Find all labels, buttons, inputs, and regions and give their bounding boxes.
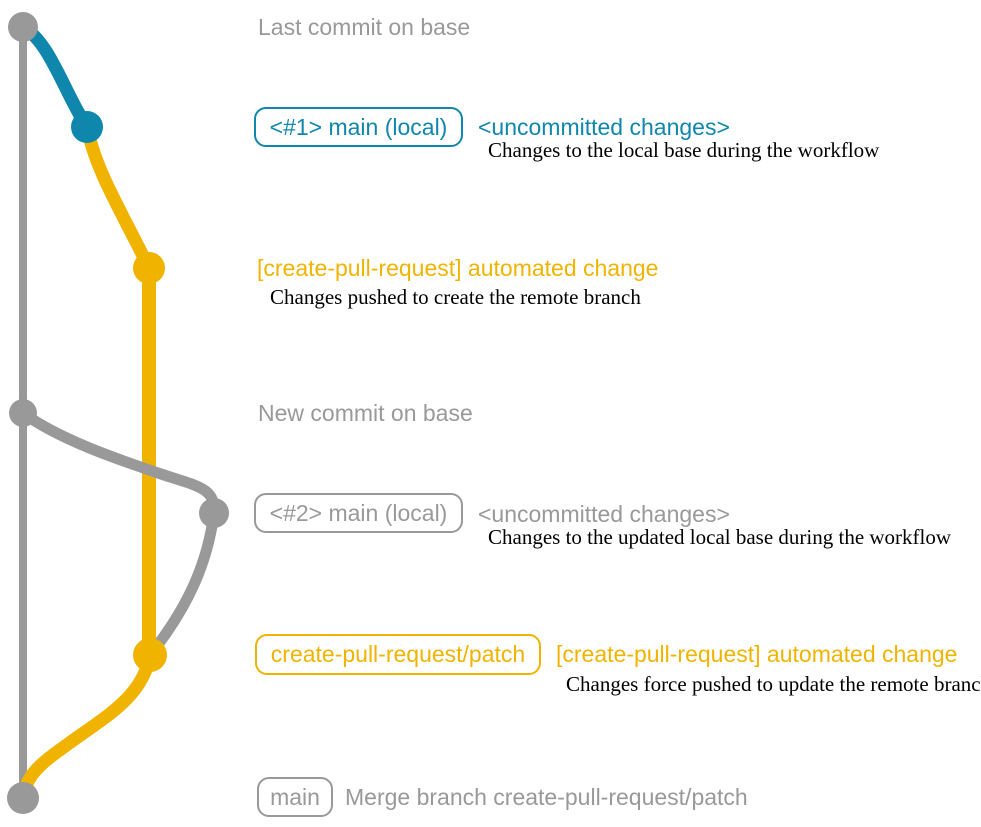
branch-badge-main-label: main bbox=[270, 783, 320, 810]
annotation-new-commit: New commit on base bbox=[258, 400, 473, 426]
branch-badge-main: main bbox=[257, 777, 333, 817]
branch-uncommitted-2-curve bbox=[144, 507, 220, 661]
commit-node-automated-2 bbox=[133, 638, 167, 672]
commit-message-automated-2: [create-pull-request] automated change bbox=[556, 641, 958, 667]
note-uncommitted-changes-2: <uncommitted changes> bbox=[478, 501, 730, 527]
git-graph bbox=[7, 12, 229, 814]
annotation-last-commit: Last commit on base bbox=[258, 14, 471, 40]
branch-badge-patch: create-pull-request/patch bbox=[255, 634, 541, 675]
branch-badge-main-local-2: <#2> main (local) bbox=[254, 493, 463, 533]
commit-node-uncommitted-1 bbox=[71, 111, 103, 143]
commit-node-uncommitted-2 bbox=[199, 498, 229, 528]
branch-badge-main-local-1-label: <#1> main (local) bbox=[269, 113, 448, 140]
commit-node-last-base bbox=[8, 12, 38, 42]
branch-patch-merge-curve bbox=[16, 648, 157, 805]
branch-badge-main-local-2-label: <#2> main (local) bbox=[269, 499, 448, 526]
desc-automated-1: Changes pushed to create the remote bran… bbox=[270, 285, 641, 309]
commit-node-automated-1 bbox=[133, 252, 165, 284]
commit-node-new-base bbox=[9, 399, 37, 427]
desc-uncommitted-changes-1: Changes to the local base during the wor… bbox=[488, 138, 880, 162]
commit-node-merge bbox=[7, 782, 39, 814]
branch-badge-patch-label: create-pull-request/patch bbox=[270, 641, 526, 667]
branch-badge-main-local-1: <#1> main (local) bbox=[254, 107, 463, 147]
annotation-merge-commit: Merge branch create-pull-request/patch bbox=[345, 784, 748, 810]
commit-message-automated-1: [create-pull-request] automated change bbox=[257, 255, 659, 281]
branch-patch-curve bbox=[80, 120, 156, 275]
branch-base-update-curve bbox=[17, 407, 220, 519]
desc-automated-2: Changes force pushed to update the remot… bbox=[566, 672, 981, 696]
branch-uncommitted-1-curve bbox=[16, 20, 94, 134]
desc-uncommitted-changes-2: Changes to the updated local base during… bbox=[488, 525, 952, 549]
note-uncommitted-changes-1: <uncommitted changes> bbox=[478, 114, 730, 140]
